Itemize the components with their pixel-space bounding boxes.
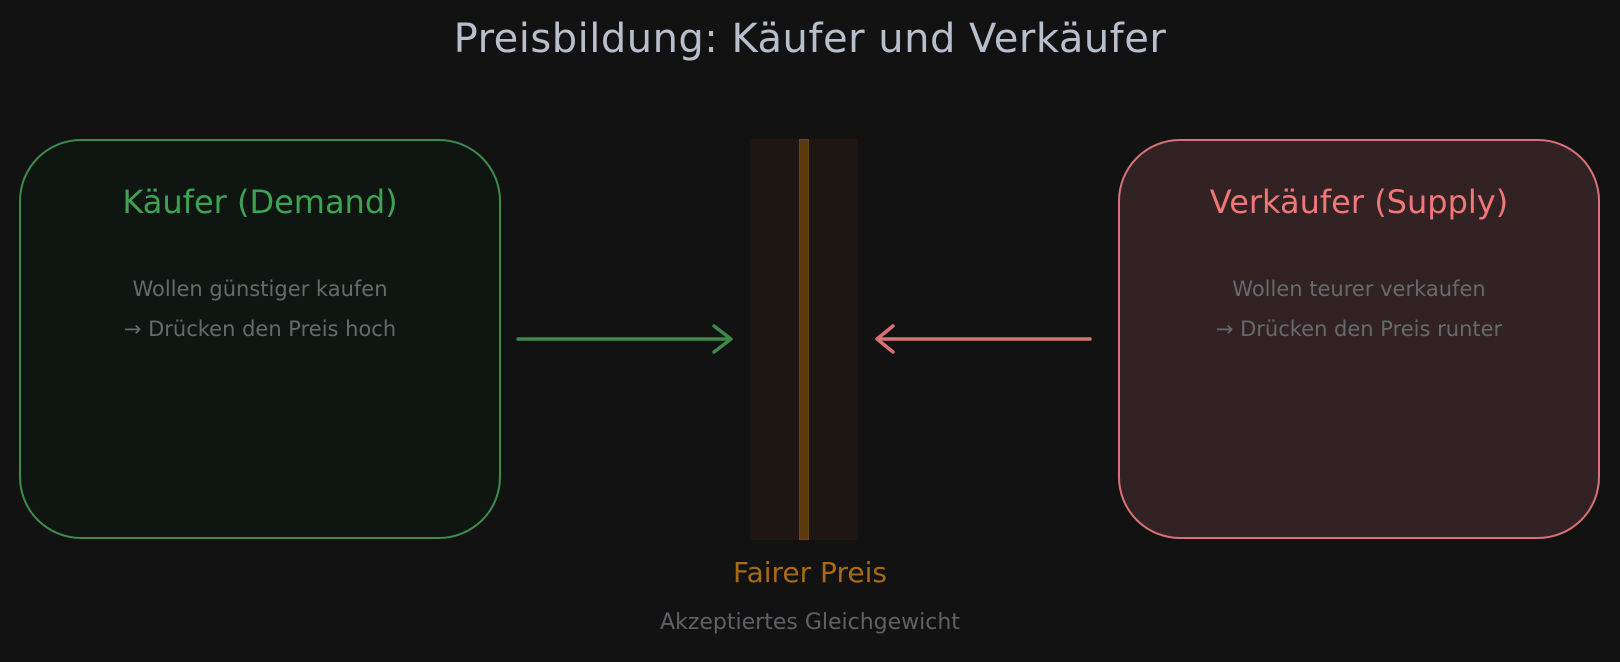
buyer-description: Wollen günstiger kaufen → Drücken den Pr… [21,269,499,349]
seller-description: Wollen teurer verkaufen → Drücken den Pr… [1120,269,1598,349]
seller-arrow-left-icon [875,324,1092,354]
seller-line-2: → Drücken den Preis runter [1215,317,1503,341]
seller-line-1: Wollen teurer verkaufen [1232,277,1486,301]
buyer-arrow-right-icon [516,324,733,354]
fair-price-label: Fairer Preis [733,556,887,589]
buyer-title: Käufer (Demand) [122,183,398,221]
buyer-line-2: → Drücken den Preis hoch [123,317,397,341]
buyer-line-1: Wollen günstiger kaufen [132,277,388,301]
seller-box: Verkäufer (Supply) Wollen teurer verkauf… [1118,139,1600,539]
fair-price-line [799,139,809,540]
equilibrium-sublabel: Akzeptiertes Gleichgewicht [660,610,960,635]
diagram-title: Preisbildung: Käufer und Verkäufer [453,16,1167,62]
buyer-box: Käufer (Demand) Wollen günstiger kaufen … [19,139,501,539]
seller-title: Verkäufer (Supply) [1209,183,1509,221]
